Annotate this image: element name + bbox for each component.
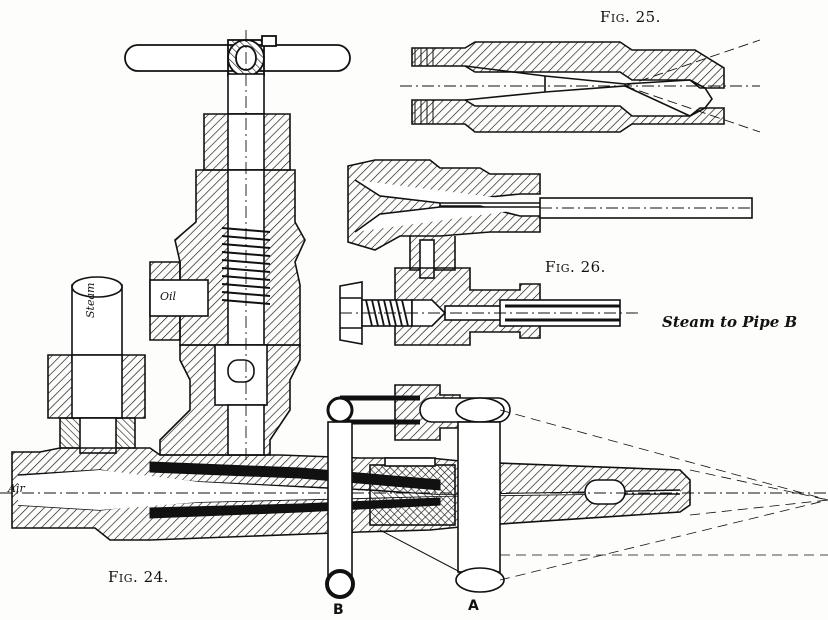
burner-body (0, 447, 828, 541)
pipe-a-label: A (468, 598, 479, 614)
fig26-steam-fitting (339, 159, 753, 346)
steam-to-pipe-b-label: Steam to Pipe B (662, 313, 798, 331)
handwheel (124, 35, 351, 77)
pipe-b-label: B (333, 602, 344, 618)
steam-pipe-union (47, 276, 146, 454)
fig25-label: Fig. 25. (600, 8, 661, 26)
oil-inlet-label: Oil (160, 290, 177, 303)
fig25-nozzle (400, 39, 761, 133)
air-inlet-label: Air (8, 482, 25, 495)
valve-bonnet (149, 30, 306, 460)
fig26-label: Fig. 26. (545, 258, 606, 276)
pipes-a-b (325, 384, 828, 599)
fig24-label: Fig. 24. (108, 568, 169, 586)
steam-pipe-label: Steam (84, 282, 97, 318)
